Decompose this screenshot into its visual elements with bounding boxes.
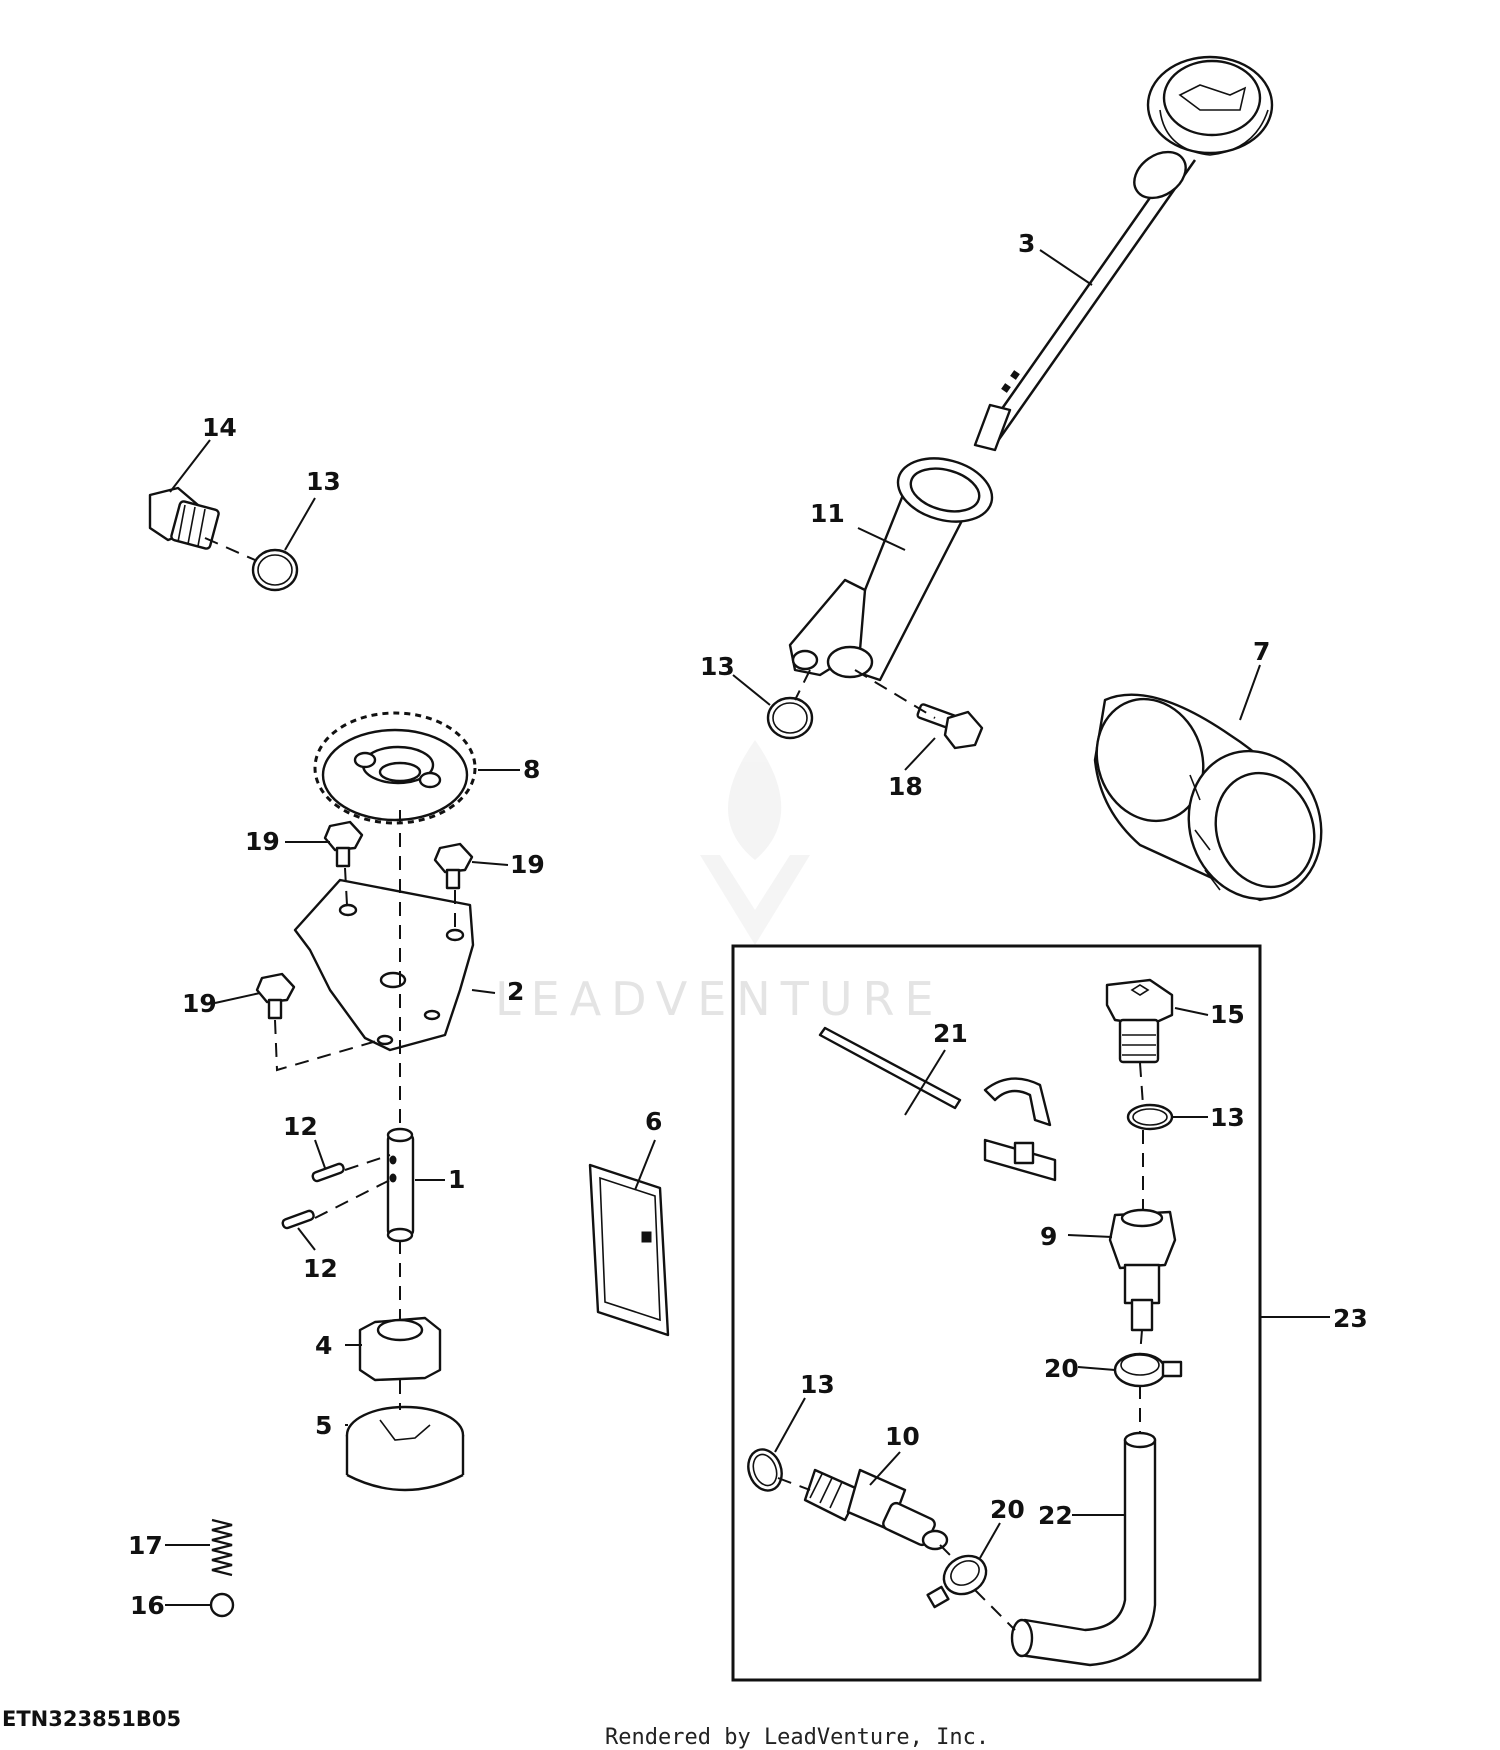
label-part-21: 21 <box>933 1019 968 1048</box>
hose-part <box>1010 1431 1157 1667</box>
bolt-19-c <box>255 972 296 1020</box>
pump-rotor-part <box>358 1316 442 1382</box>
check-ball-part <box>209 1592 235 1618</box>
pump-housing-part <box>345 1405 465 1492</box>
label-part-20-lower: 20 <box>990 1495 1025 1524</box>
label-part-1: 1 <box>448 1165 465 1194</box>
label-part-2: 2 <box>507 977 524 1006</box>
label-part-20-upper: 20 <box>1044 1354 1079 1383</box>
label-part-13-adapter: 13 <box>1210 1103 1245 1132</box>
label-part-10: 10 <box>885 1422 920 1451</box>
breather-cap-part <box>1105 978 1174 1064</box>
pin-12-a <box>311 1162 345 1183</box>
label-part-19-a: 19 <box>245 827 280 856</box>
label-part-7: 7 <box>1253 637 1270 666</box>
label-part-12-b: 12 <box>303 1254 338 1283</box>
label-part-14: 14 <box>202 413 237 442</box>
leader-lines <box>165 249 1330 1606</box>
label-part-5: 5 <box>315 1411 332 1440</box>
label-part-4: 4 <box>315 1331 332 1360</box>
gasket-part <box>588 1163 670 1337</box>
rendered-by-credit: Rendered by LeadVenture, Inc. <box>605 1725 989 1750</box>
label-part-8: 8 <box>523 755 540 784</box>
o-ring-fill-tube <box>766 696 814 740</box>
label-part-13-drain: 13 <box>306 467 341 496</box>
callout-labels: 3 14 13 11 13 7 18 8 19 19 19 2 21 15 6 … <box>128 229 1368 1620</box>
dipstick-part <box>973 55 1274 452</box>
adapter-part <box>1108 1208 1177 1332</box>
label-part-19-b: 19 <box>510 850 545 879</box>
label-part-15: 15 <box>1210 1000 1245 1029</box>
figure-code: ETN323851B05 <box>2 1707 181 1731</box>
bolt-19-b <box>433 842 474 890</box>
pin-12-b <box>281 1209 315 1230</box>
gear-part <box>313 711 477 825</box>
drain-plug-part <box>148 486 220 550</box>
bolt-part <box>916 703 984 750</box>
cable-tie-part <box>818 1026 1057 1182</box>
label-part-17: 17 <box>128 1531 163 1560</box>
spring-part <box>211 1518 233 1577</box>
assembly-lines <box>204 537 1144 1631</box>
fill-tube-part <box>788 457 994 682</box>
label-part-6: 6 <box>645 1107 662 1136</box>
hose-clamp-upper <box>1113 1352 1183 1388</box>
o-ring-fitting <box>747 1448 783 1492</box>
label-part-19-c: 19 <box>182 989 217 1018</box>
o-ring-drain-plug <box>251 548 299 592</box>
label-part-9: 9 <box>1040 1222 1057 1251</box>
label-part-13-tube: 13 <box>700 652 735 681</box>
plate-part <box>293 878 475 1052</box>
bolt-19-a <box>323 820 364 868</box>
oil-filter-part <box>1093 693 1323 902</box>
fitting-part <box>803 1468 949 1551</box>
label-part-12-a: 12 <box>283 1112 318 1141</box>
label-part-23: 23 <box>1333 1304 1368 1333</box>
label-part-22: 22 <box>1038 1501 1073 1530</box>
label-part-13-fitting: 13 <box>800 1370 835 1399</box>
label-part-18: 18 <box>888 772 923 801</box>
assembly-box-23 <box>731 944 1262 1682</box>
watermark-text: LEADVENTURE <box>495 972 944 1026</box>
label-part-11: 11 <box>810 499 845 528</box>
hose-clamp-lower <box>926 1554 988 1609</box>
watermark-logo <box>700 740 810 945</box>
label-part-16: 16 <box>130 1591 165 1620</box>
label-part-3: 3 <box>1018 229 1035 258</box>
shaft-part <box>386 1127 415 1243</box>
